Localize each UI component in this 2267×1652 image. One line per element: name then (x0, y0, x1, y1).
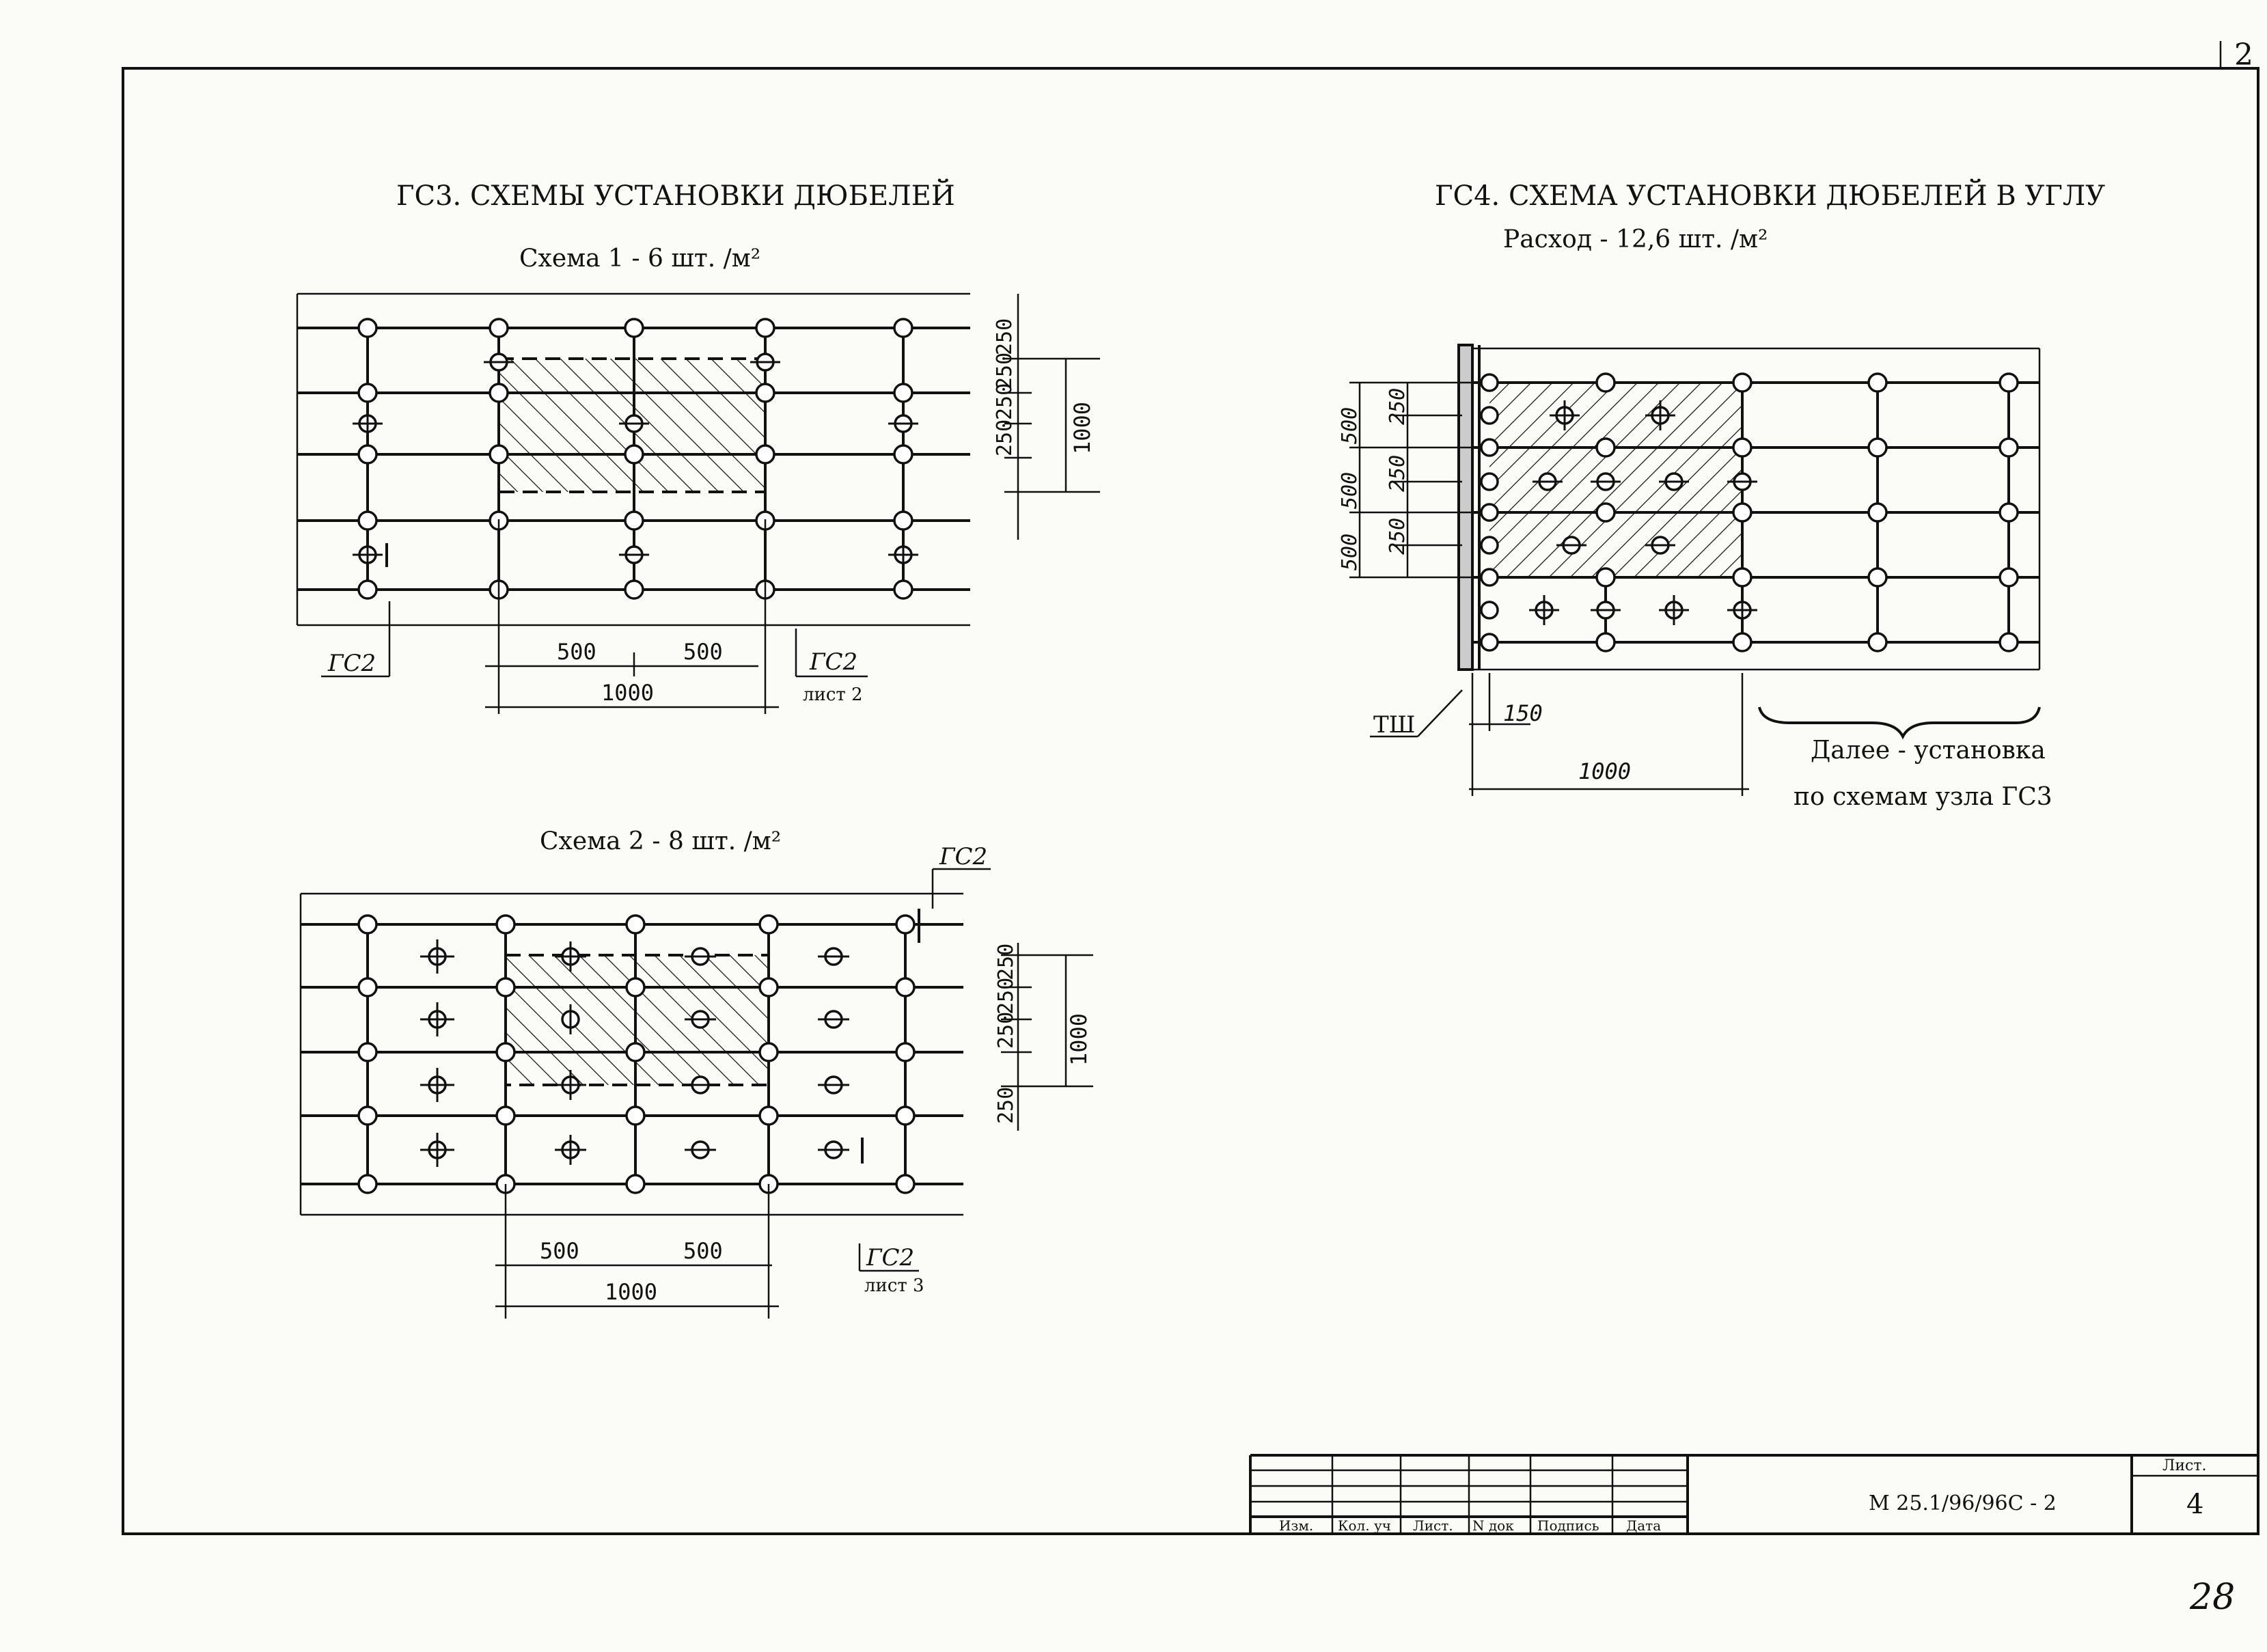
gs4-title: ГС4. СХЕМА УСТАНОВКИ ДЮБЕЛЕЙ В УГЛУ (1435, 179, 2105, 212)
gs4-dim-500-a: 500 (1338, 407, 1362, 444)
scheme1-ref-right-sheet: лист 2 (803, 685, 863, 705)
scheme1: Схема 1 - 6 шт. /м² (296, 245, 1100, 714)
scheme2-hatched-area (506, 955, 769, 1085)
scheme1-dim-1000-h: 1000 (601, 680, 654, 706)
scheme1-horizontal-dims (485, 519, 779, 714)
tb-header-podpis: Подпись (1537, 1517, 1599, 1534)
scheme2-dowels (357, 909, 920, 1194)
scheme2-title: Схема 2 - 8 шт. /м² (540, 827, 781, 855)
tb-header-list: Лист. (1413, 1517, 1453, 1534)
scheme1-ref-right: ГС2 (809, 648, 857, 676)
scheme2-ref-bottom-sheet: лист 3 (864, 1276, 924, 1296)
scheme2-dim-250-d: 250 (994, 1087, 1018, 1124)
tb-doc-code: М 25.1/96/96С - 2 (1869, 1491, 2057, 1515)
scheme1-title: Схема 1 - 6 шт. /м² (519, 245, 760, 273)
scheme1-dim-1000-v: 1000 (1069, 402, 1095, 454)
gs4-dim-150: 150 (1503, 700, 1543, 726)
gs4-left-dims (1349, 381, 1472, 579)
scheme1-dim-250-d: 250 (993, 419, 1017, 456)
handwritten-page-number: 28 (2189, 1577, 2235, 1618)
scheme1-dim-250-a: 250 (993, 318, 1017, 355)
gs4-consumption: Расход - 12,6 шт. /м² (1503, 225, 1768, 253)
title-block (1249, 1454, 2258, 1534)
scheme1-vertical-dims (1004, 294, 1100, 540)
gs4-hatched-area (1489, 383, 1742, 577)
scheme2-dim-500-a: 500 (540, 1238, 579, 1264)
scheme2-vertical-dims (1001, 943, 1093, 1131)
gs3-title: ГС3. СХЕМЫ УСТАНОВКИ ДЮБЕЛЕЙ (396, 179, 955, 212)
gs4-note-line1: Далее - установка (1811, 736, 2046, 765)
scheme2: Схема 2 - 8 шт. /м² (299, 827, 1093, 1319)
scheme2-ref-bottom: ГС2 (866, 1244, 914, 1271)
gs4-dim-250-a: 250 (1386, 388, 1410, 425)
tb-header-n-dok: N док (1472, 1517, 1514, 1534)
sheet-frame (122, 41, 2259, 1535)
scheme1-ref-left: ГС2 (327, 650, 376, 677)
scheme2-ref-top: ГС2 (939, 843, 987, 870)
tb-header-data: Дата (1626, 1517, 1661, 1534)
scheme1-dim-500-b: 500 (683, 639, 723, 665)
scheme2-dim-250-b: 250 (994, 978, 1018, 1015)
scheme2-dim-1000-v: 1000 (1066, 1013, 1092, 1066)
tb-header-izm: Изм. (1279, 1517, 1313, 1534)
scheme1-dim-250-b: 250 (993, 353, 1017, 389)
gs4-dim-250-c: 250 (1386, 518, 1410, 555)
gs4: ГС4. СХЕМА УСТАНОВКИ ДЮБЕЛЕЙ В УГЛУ Расх… (1338, 179, 2105, 811)
corner-mark: 2 (2234, 38, 2253, 72)
scheme1-dim-250-c: 250 (993, 383, 1017, 420)
tb-sheet-label: Лист. (2162, 1457, 2207, 1474)
scheme2-dim-1000-h: 1000 (605, 1279, 657, 1305)
gs4-dim-500-c: 500 (1338, 534, 1362, 570)
tb-header-kol-uch: Кол. уч (1338, 1517, 1391, 1534)
gs4-brace (1758, 706, 2041, 740)
scheme1-dowels (353, 318, 918, 600)
gs4-note-line2: по схемам узла ГС3 (1794, 783, 2052, 811)
gs4-dim-500-b: 500 (1338, 472, 1362, 509)
gs4-dowels (1480, 372, 2019, 652)
scheme2-dim-250-a: 250 (994, 944, 1018, 980)
scheme2-horizontal-dims (495, 1184, 779, 1319)
tb-sheet-number: 4 (2186, 1489, 2203, 1520)
scheme2-dim-250-c: 250 (994, 1012, 1018, 1049)
gs4-wall (1457, 344, 1474, 671)
scheme1-dim-500-a: 500 (557, 639, 596, 665)
gs4-ts-label: ТШ (1373, 711, 1415, 739)
gs4-dim-1000: 1000 (1578, 758, 1631, 784)
scheme2-dim-500-b: 500 (683, 1238, 723, 1264)
gs4-dim-250-b: 250 (1386, 455, 1410, 492)
